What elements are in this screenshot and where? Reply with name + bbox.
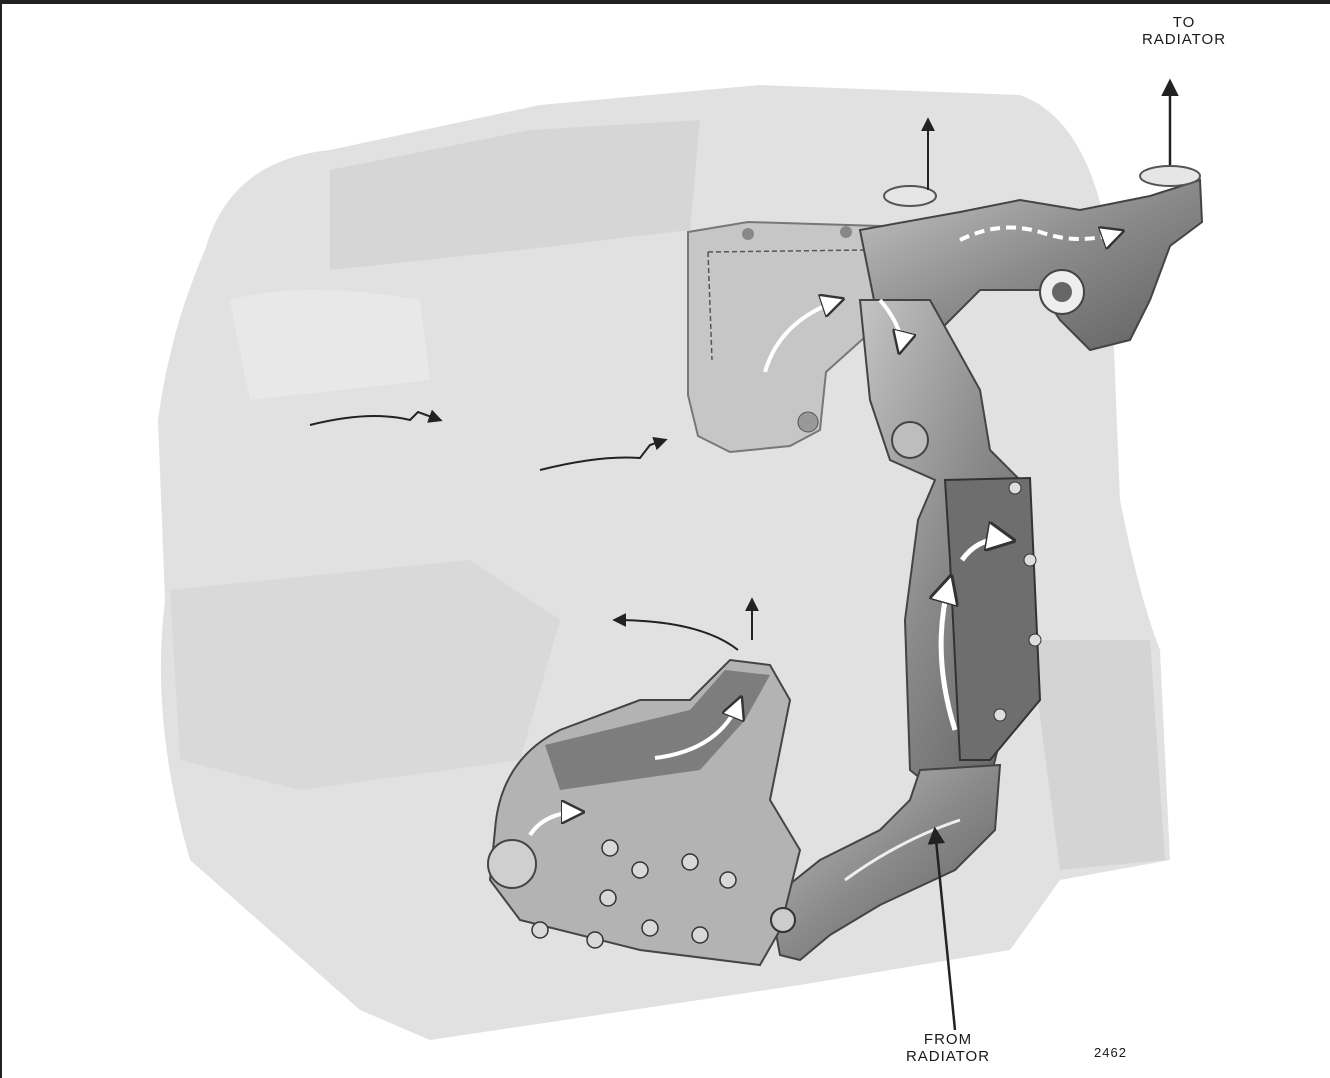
- from-radiator-label: FROM RADIATOR: [878, 1031, 1018, 1065]
- to-radiator-line2: RADIATOR: [1126, 31, 1242, 48]
- from-radiator-line2: RADIATOR: [878, 1048, 1018, 1065]
- to-radiator-label: TO RADIATOR: [1126, 14, 1242, 48]
- figure-number: 2462: [1094, 1045, 1127, 1060]
- from-radiator-line1: FROM: [878, 1031, 1018, 1048]
- to-radiator-line1: TO: [1126, 14, 1242, 31]
